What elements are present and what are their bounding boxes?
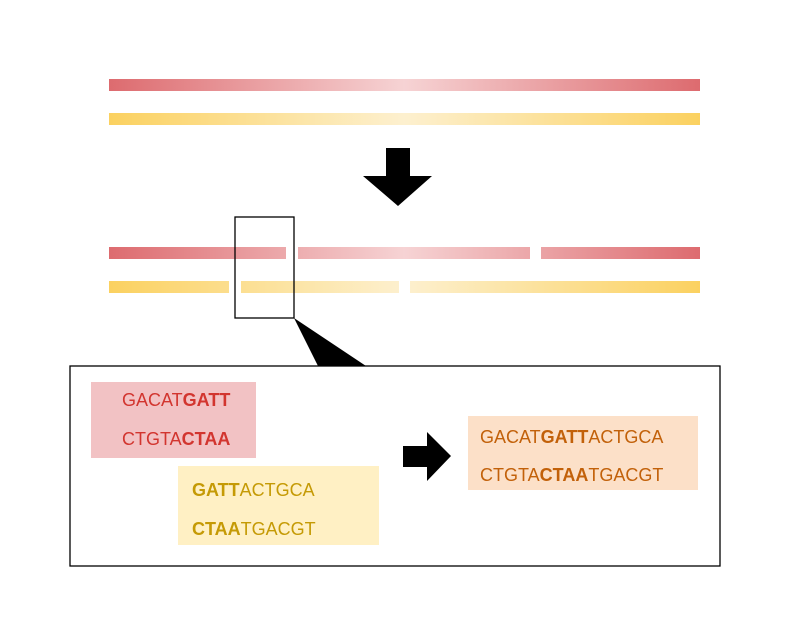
yellow-fragment-bottom-sequence: CTAATGACGT: [192, 519, 316, 539]
intact-strand-top: [109, 79, 700, 91]
top-fragment-2: [298, 247, 530, 259]
intact-strand-bottom: [109, 113, 700, 125]
top-fragment-3: [541, 247, 700, 259]
red-fragment-bottom-sequence: CTGTACTAA: [122, 429, 230, 449]
bottom-fragment-1: [109, 281, 229, 293]
bottom-fragment-2: [241, 281, 399, 293]
yellow-fragment-box: GATTACTGCA CTAATGACGT: [178, 466, 379, 545]
joined-fragment-box: GACATGATTACTGCA CTGTACTAATGACGT: [468, 416, 698, 490]
joined-fragment-background: [468, 416, 698, 490]
zoom-callout-pointer: [294, 318, 366, 366]
zoom-selection-box: [234, 216, 295, 319]
bottom-fragment-3: [410, 281, 700, 293]
yellow-fragment-top-sequence: GATTACTGCA: [192, 480, 315, 500]
yellow-fragment-background: [178, 466, 379, 545]
joined-bottom-sequence: CTGTACTAATGACGT: [480, 465, 663, 485]
top-fragment-1: [109, 247, 286, 259]
red-fragment-top-sequence: GACATGATT: [122, 390, 230, 410]
red-fragment-background: [91, 382, 256, 458]
fragmented-dna-molecule: [109, 247, 700, 293]
arrow-right-icon: [403, 432, 451, 481]
joined-top-sequence: GACATGATTACTGCA: [480, 427, 663, 447]
intact-dna-molecule: [109, 79, 700, 125]
red-fragment-box: GACATGATT CTGTACTAA: [91, 382, 256, 458]
arrow-down-icon: [363, 148, 432, 206]
